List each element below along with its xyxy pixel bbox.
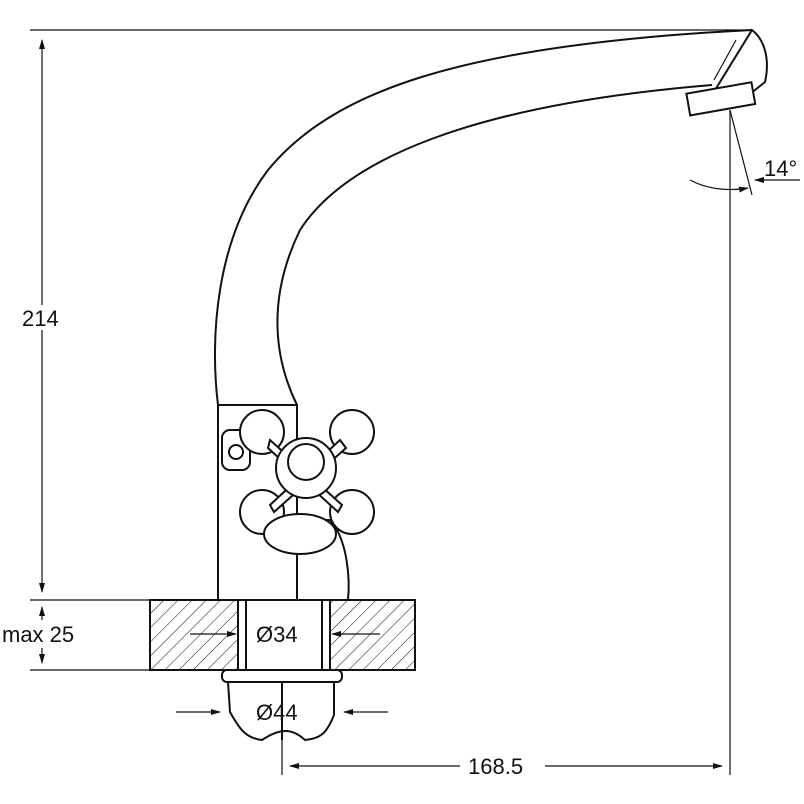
dimension-height-label: 214 [22,306,59,331]
dimension-inner-diameter-label: Ø34 [256,622,298,647]
dimension-max-thickness: max 25 [2,606,150,671]
dimension-reach: 168.5 [281,110,731,779]
dimension-angle-label: 14° [764,156,797,181]
cross-handle [239,409,375,555]
faucet-spout [213,28,768,406]
dimension-inner-diameter: Ø34 [190,622,380,647]
dimension-outer-diameter: Ø44 [176,700,388,725]
mounting-nut [221,669,343,742]
dimension-max-thickness-label: max 25 [2,622,74,647]
dimension-reach-label: 168.5 [468,754,523,779]
countertop-section [149,599,416,671]
dimension-outer-diameter-label: Ø44 [256,700,298,725]
dimension-height: 214 [22,29,752,601]
dimension-angle: 14° [689,109,800,196]
mounting-shank [237,599,331,671]
